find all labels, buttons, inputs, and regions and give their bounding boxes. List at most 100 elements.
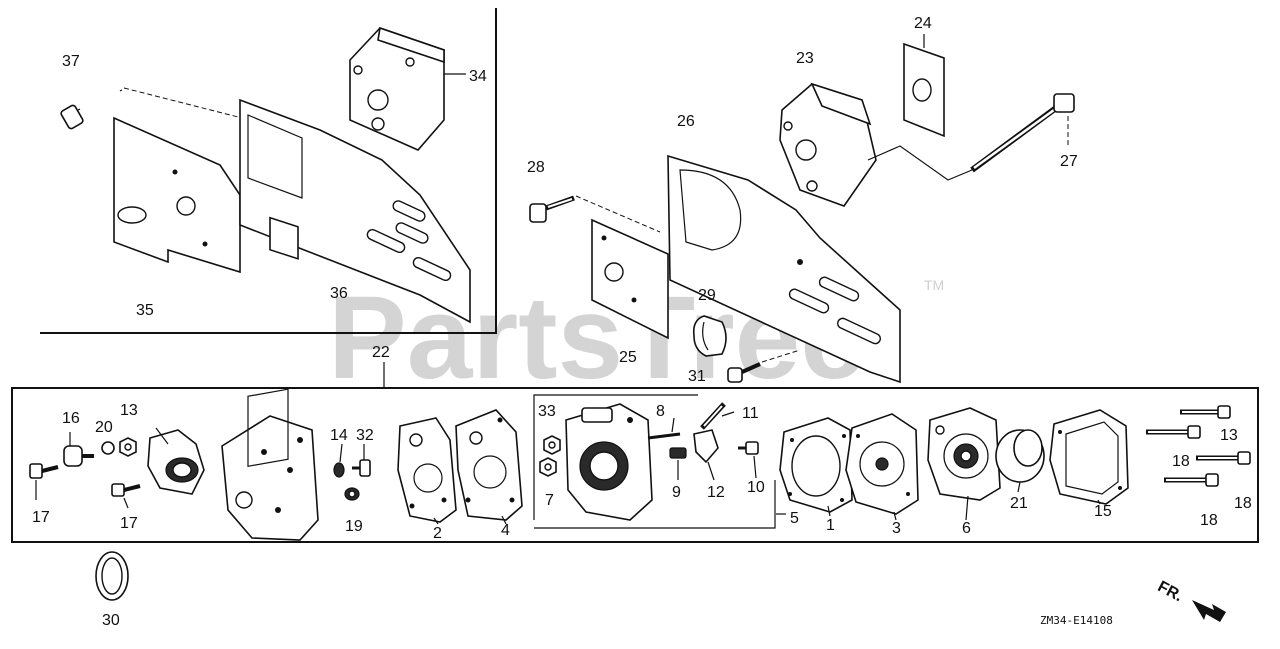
part-36-slot: [412, 256, 452, 282]
part-26-cutout: [679, 169, 742, 251]
part-12-lever: [693, 429, 719, 464]
callout-24: 24: [914, 15, 932, 32]
part-28-bolt: [529, 195, 575, 223]
callout-18-b: 18: [1234, 495, 1252, 512]
callout-27: 27: [1060, 153, 1078, 170]
part-25-bolt-hole: [631, 297, 637, 303]
callout-19: 19: [345, 518, 363, 535]
part-17-screw-left: [29, 463, 59, 479]
part-14-needle: [333, 462, 345, 478]
part-26-bolt-hole: [797, 259, 803, 265]
callout-10: 10: [747, 479, 765, 496]
part-36-heat-plate: [239, 98, 471, 324]
part-13-bolt-right: [1180, 405, 1231, 419]
part-33-nut: [543, 435, 561, 455]
leader-28: [575, 195, 661, 233]
callout-22: 22: [372, 344, 390, 361]
part-24-port: [912, 78, 932, 102]
part-1-gasket: [779, 417, 853, 513]
part-19-plug: [344, 487, 360, 501]
leader-8: [671, 417, 675, 433]
part-25-gasket: [591, 218, 669, 340]
callout-18-c: 18: [1200, 512, 1218, 529]
leader-37: [123, 87, 251, 121]
callout-26: 26: [677, 113, 695, 130]
callout-37: 37: [62, 53, 80, 70]
part-18-bolt-a: [1146, 425, 1201, 439]
part-13-nut: [119, 437, 137, 457]
part-29-clip: [692, 315, 727, 357]
leader-21: [1017, 481, 1021, 493]
part-36-window: [247, 114, 303, 199]
part-16-plug: [63, 445, 94, 467]
part-35-bolt-hole: [172, 169, 178, 175]
part-6-cover: [927, 407, 1001, 501]
callout-25: 25: [619, 349, 637, 366]
leader-2: [433, 517, 439, 525]
part5-bracket-top: [533, 394, 698, 520]
part-36-slot: [366, 228, 406, 254]
leader-17b: [123, 497, 129, 509]
part-23-insulator-block: [779, 82, 877, 207]
callout-6: 6: [962, 520, 971, 537]
part-36-tab: [269, 216, 299, 260]
part-35-insulator-gasket: [113, 116, 241, 274]
front-direction-arrow: [1192, 600, 1226, 622]
part-35-hole: [117, 206, 147, 224]
part-32-screw: [352, 459, 371, 477]
diagram-code: ZM34-E14108: [1040, 614, 1113, 627]
leader-31: [761, 349, 801, 363]
callouts: 37 34 35 36 24 23 26 27 28 29 25 31 22 1…: [32, 15, 1252, 629]
callout-11: 11: [742, 405, 759, 422]
part-36-slot: [395, 222, 429, 244]
part-11-needle-hl: [703, 405, 723, 427]
part-34-insulator-block: [349, 26, 445, 151]
callout-4: 4: [501, 522, 510, 539]
part-7-nut: [539, 457, 557, 477]
callout-31: 31: [688, 368, 706, 385]
carburetor-assembly-box: [11, 387, 1259, 543]
callout-34: 34: [469, 68, 487, 85]
callout-32: 32: [356, 427, 374, 444]
leader-11: [721, 411, 735, 417]
callout-16: 16: [62, 410, 80, 427]
part5-bracket-bottom: [534, 480, 776, 529]
callout-21: 21: [1010, 495, 1028, 512]
inset-frame: [40, 8, 497, 334]
part-35-bolt-hole: [202, 241, 208, 247]
part-2-plate: [397, 417, 457, 523]
watermark-trademark: TM: [924, 277, 944, 293]
callout-14: 14: [330, 427, 348, 444]
callout-29: 29: [698, 287, 716, 304]
part-25-bolt-hole: [601, 235, 607, 241]
callout-15: 15: [1094, 503, 1112, 520]
choke-lever-assembly: [147, 427, 205, 495]
callout-13-right: 13: [1220, 427, 1238, 444]
part-35-port: [176, 196, 196, 216]
callout-2: 2: [433, 525, 442, 542]
callout-35: 35: [136, 302, 154, 319]
part-18-bolt-b: [1196, 451, 1251, 465]
callout-13-left: 13: [120, 402, 138, 419]
callout-5: 5: [790, 510, 799, 527]
callout-18-a: 18: [1172, 453, 1190, 470]
leader-4: [501, 515, 507, 525]
part-26-slot: [818, 276, 860, 302]
part-25-port: [604, 262, 624, 282]
callout-12: 12: [707, 484, 725, 501]
part-31-bolt: [727, 362, 761, 383]
part-10-screw: [738, 441, 759, 455]
part-27-bolt: [970, 93, 1075, 173]
part-36-slot: [392, 200, 426, 222]
carburetor-body: [221, 388, 319, 541]
leader-15: [1097, 499, 1101, 505]
callout-9: 9: [672, 484, 681, 501]
part-21-primer-bulb: [995, 429, 1045, 483]
callout-8: 8: [656, 403, 665, 420]
part-26-slot: [836, 317, 882, 345]
callout-1: 1: [826, 517, 835, 534]
leader-12: [707, 461, 715, 481]
leader-3: [893, 511, 897, 521]
leader-27-line: [867, 145, 973, 181]
part-9-spring: [669, 447, 687, 459]
